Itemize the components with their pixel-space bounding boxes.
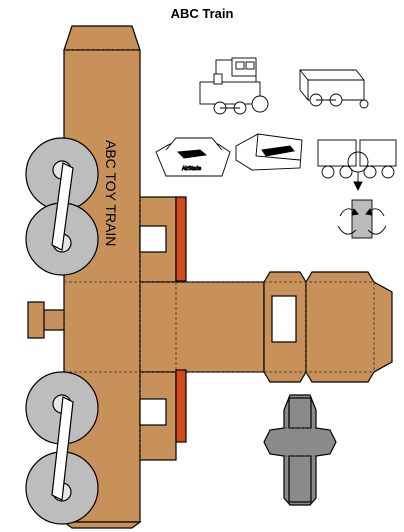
wheel-rod-lower — [51, 396, 74, 501]
middle-bar — [139, 281, 265, 373]
wheel-set-lower — [25, 371, 99, 525]
bottom-tab — [62, 521, 142, 529]
top-tab — [63, 25, 141, 51]
wagon-sketch-icon — [299, 69, 369, 109]
page-title: ABC Train — [170, 6, 234, 21]
red-strip-lower — [175, 369, 187, 443]
bending-arrows-sketch-icon — [337, 199, 387, 239]
left-peg-head — [27, 301, 45, 339]
coupled-cars-sketch-icon — [317, 139, 397, 192]
open-box-sketch-icon: AirStarie — [155, 137, 231, 177]
cargo-box-pattern — [263, 271, 393, 383]
left-peg-stem — [41, 309, 65, 331]
wheel-set-upper — [25, 137, 99, 276]
train-body-pattern: ABC TOY TRAIN — [27, 25, 265, 529]
wheel-rod-upper — [51, 162, 74, 251]
red-strip-upper — [175, 196, 187, 282]
main-column — [63, 49, 141, 523]
engine-sketch-icon — [199, 57, 269, 115]
cab-label: ABC TOY TRAIN — [103, 140, 119, 246]
cargo-panel-right — [305, 271, 393, 383]
cargo-window — [271, 295, 297, 343]
cab-window-upper — [139, 225, 167, 253]
cab-window-lower — [139, 398, 167, 426]
box-label: AirStarie — [182, 166, 201, 172]
coupler-piece — [263, 394, 337, 506]
box-side-sketch-icon — [235, 133, 303, 171]
